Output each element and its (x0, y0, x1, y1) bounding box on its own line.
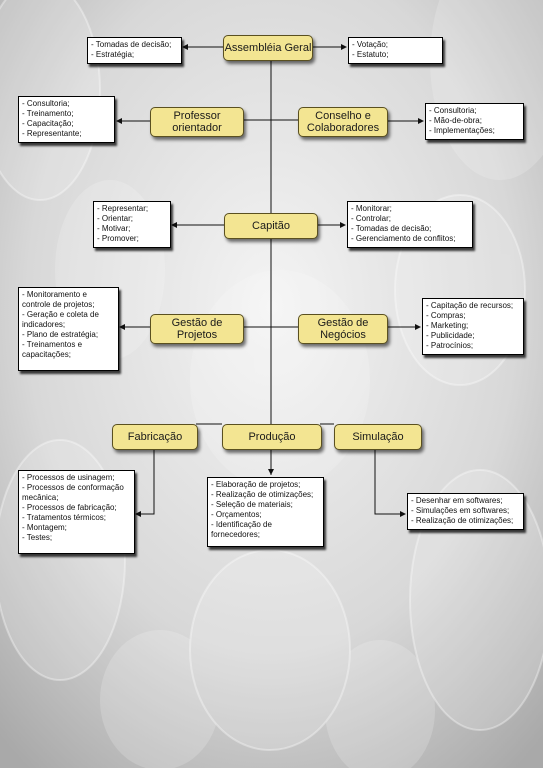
node-conselho-colaboradores: Conselho e Colaboradores (298, 107, 388, 137)
list-item: - Elaboração de projetos; (211, 480, 301, 489)
list-item: - Implementações; (429, 126, 495, 135)
list-item: - Orçamentos; (211, 510, 262, 519)
list-capitao-right: - Monitorar; - Controlar; - Tomadas de d… (347, 201, 473, 248)
list-item: - Monitorar; (351, 204, 392, 213)
list-item: - Consultoria; (22, 99, 70, 108)
list-item: - Votação; (352, 40, 389, 49)
list-item: - Tomadas de decisão; (351, 224, 432, 233)
node-capitao: Capitão (224, 213, 318, 239)
list-item: - Plano de estratégia; (22, 330, 99, 339)
node-gestao-negocios: Gestão de Negócios (298, 314, 388, 344)
list-item: - Patrocínios; (426, 341, 474, 350)
node-producao: Produção (222, 424, 322, 450)
list-item: - Processos de conformação mecânica; (22, 483, 124, 502)
list-item: - Processos de usinagem; (22, 473, 115, 482)
node-label: Simulação (352, 431, 404, 443)
node-label: Professor orientador (172, 110, 222, 134)
list-item: - Geração e coleta de indicadores; (22, 310, 99, 329)
list-fabricacao: - Processos de usinagem; - Processos de … (18, 470, 135, 554)
node-professor-orientador: Professor orientador (150, 107, 244, 137)
list-gestao-negocios: - Capitação de recursos; - Compras; - Ma… (422, 298, 524, 355)
list-item: - Representante; (22, 129, 82, 138)
list-item: - Compras; (426, 311, 466, 320)
list-item: - Publicidade; (426, 331, 475, 340)
node-assembleia-geral: Assembléia Geral (223, 35, 313, 61)
list-capitao-left: - Representar; - Orientar; - Motivar; - … (93, 201, 171, 248)
node-fabricacao: Fabricação (112, 424, 198, 450)
node-label: Gestão de Projetos (171, 317, 223, 341)
list-item: - Treinamentos e capacitações; (22, 340, 83, 359)
list-assembleia-left: - Tomadas de decisão; - Estratégia; (87, 37, 182, 64)
list-item: - Motivar; (97, 224, 131, 233)
list-item: - Estratégia; (91, 50, 135, 59)
node-gestao-projetos: Gestão de Projetos (150, 314, 244, 344)
list-item: - Tratamentos térmicos; (22, 513, 107, 522)
list-item: - Montagem; (22, 523, 67, 532)
list-item: - Capitação de recursos; (426, 301, 514, 310)
node-simulacao: Simulação (334, 424, 422, 450)
list-gestao-projetos: - Monitoramento e controle de projetos; … (18, 287, 119, 371)
list-item: - Identificação de fornecedores; (211, 520, 272, 539)
list-professor: - Consultoria; - Treinamento; - Capacita… (18, 96, 115, 143)
node-label: Conselho e Colaboradores (306, 110, 380, 134)
list-item: - Representar; (97, 204, 149, 213)
list-item: - Controlar; (351, 214, 392, 223)
node-label: Assembléia Geral (224, 42, 312, 54)
list-item: - Simulações em softwares; (411, 506, 510, 515)
list-item: - Monitoramento e controle de projetos; (22, 290, 95, 309)
list-item: - Tomadas de decisão; (91, 40, 172, 49)
list-item: - Seleção de materiais; (211, 500, 293, 509)
list-item: - Realização de otimizações; (411, 516, 514, 525)
list-assembleia-right: - Votação; - Estatuto; (348, 37, 443, 64)
list-item: - Promover; (97, 234, 139, 243)
list-conselho: - Consultoria; - Mão-de-obra; - Implemen… (425, 103, 524, 140)
list-simulacao: - Desenhar em softwares; - Simulações em… (407, 493, 524, 530)
list-item: - Consultoria; (429, 106, 477, 115)
node-label: Gestão de Negócios (317, 317, 369, 341)
list-item: - Treinamento; (22, 109, 74, 118)
list-item: - Realização de otimizações; (211, 490, 314, 499)
list-item: - Mão-de-obra; (429, 116, 482, 125)
node-label: Fabricação (127, 431, 183, 443)
list-item: - Testes; (22, 533, 53, 542)
list-item: - Marketing; (426, 321, 469, 330)
list-item: - Orientar; (97, 214, 134, 223)
list-item: - Capacitação; (22, 119, 74, 128)
list-item: - Desenhar em softwares; (411, 496, 503, 505)
list-item: - Processos de fabricação; (22, 503, 117, 512)
list-item: - Estatuto; (352, 50, 389, 59)
node-label: Produção (248, 431, 296, 443)
node-label: Capitão (252, 220, 290, 232)
list-item: - Gerenciamento de conflitos; (351, 234, 456, 243)
list-producao: - Elaboração de projetos; - Realização d… (207, 477, 324, 547)
